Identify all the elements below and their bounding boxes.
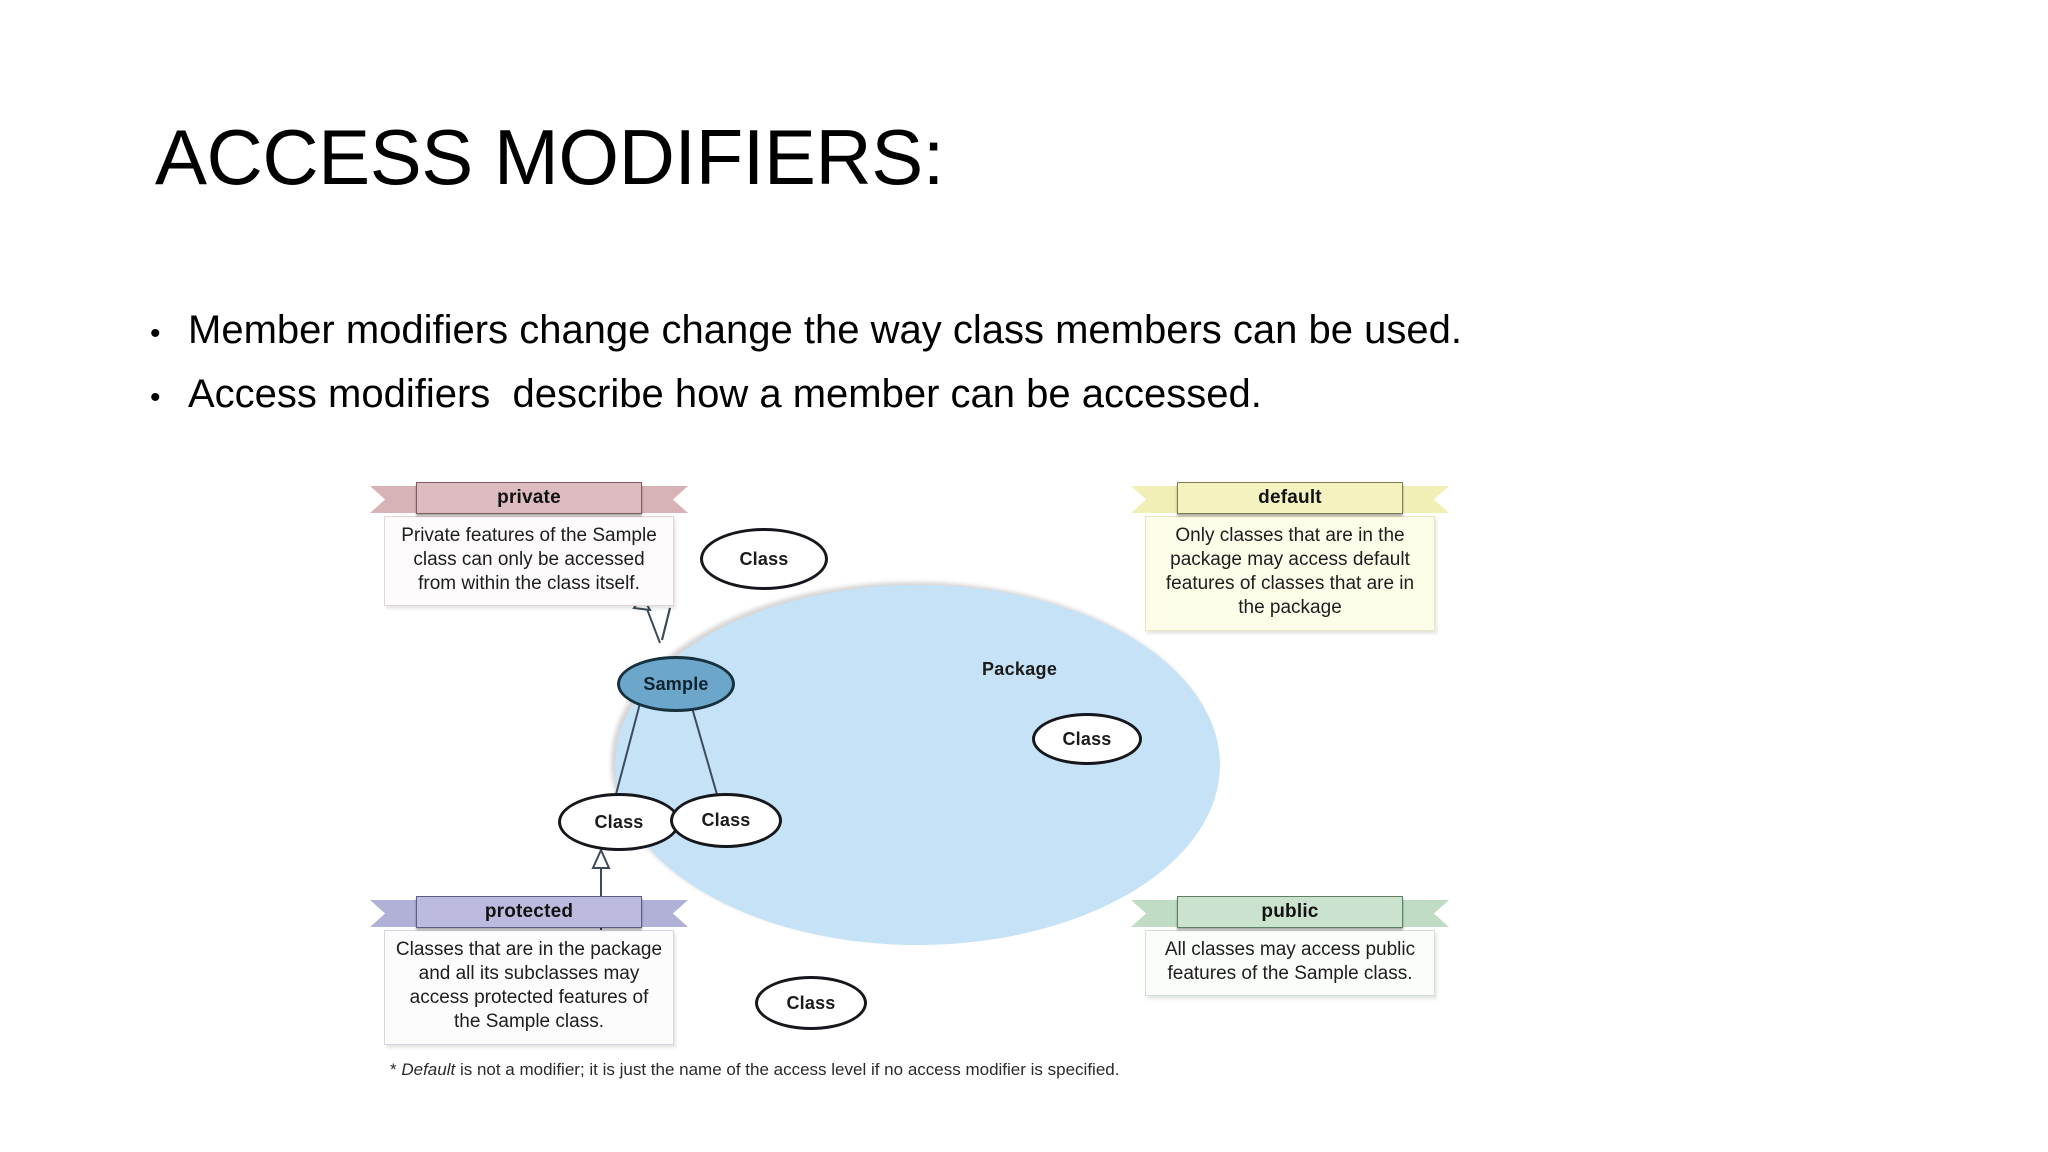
callout-body-text: Private features of the Sample class can… xyxy=(401,525,657,595)
footnote-rest: is not a modifier; it is just the name o… xyxy=(455,1060,1120,1079)
callout-body: All classes may access public features o… xyxy=(1145,930,1435,997)
callout-body-text: Only classes that are in the package may… xyxy=(1165,525,1415,619)
package-ellipse xyxy=(615,585,1220,945)
ribbon-plate: public xyxy=(1177,896,1403,928)
figure-footnote: * Default is not a modifier; it is just … xyxy=(390,1060,1119,1080)
access-modifiers-diagram: Package Class Sample Class Class Class C… xyxy=(370,468,1460,1108)
list-item: • Member modifiers change change the way… xyxy=(150,305,1850,355)
ribbon-plate: default xyxy=(1177,482,1403,514)
ribbon-plate: private xyxy=(416,482,642,514)
callout-body-text: Classes that are in the package and all … xyxy=(395,939,663,1033)
class-node-in-package-right: Class xyxy=(1032,713,1142,765)
callout-title: protected xyxy=(484,901,574,922)
bullet-marker-icon: • xyxy=(150,317,161,350)
list-item: • Access modifiers describe how a member… xyxy=(150,369,1850,419)
callout-title: public xyxy=(1261,901,1319,922)
ribbon-protected: protected xyxy=(370,896,688,930)
callout-body-text: All classes may access public features o… xyxy=(1164,939,1416,985)
class-node-outside-top: Class xyxy=(700,528,828,590)
callout-title: default xyxy=(1258,487,1322,508)
callout-protected: protected Classes that are in the packag… xyxy=(370,896,688,1045)
class-node-outside-bottom-right: Class xyxy=(755,976,867,1030)
footnote-prefix: * xyxy=(390,1060,402,1079)
node-label: Class xyxy=(701,810,751,830)
callout-private: private Private features of the Sample c… xyxy=(370,482,688,607)
node-label: Class xyxy=(739,548,789,569)
bullet-text: Access modifiers describe how a member c… xyxy=(188,372,1262,417)
class-node-in-package-left: Class xyxy=(558,793,680,851)
callout-body: Only classes that are in the package may… xyxy=(1145,516,1435,631)
node-label: Sample xyxy=(643,673,709,694)
sample-class-node: Sample xyxy=(617,656,735,712)
footnote-italic-term: Default xyxy=(401,1060,456,1079)
ribbon-plate: protected xyxy=(416,896,642,928)
bullet-text: Member modifiers change change the way c… xyxy=(188,308,1462,352)
callout-default: default Only classes that are in the pac… xyxy=(1131,482,1449,631)
callout-body: Private features of the Sample class can… xyxy=(384,516,674,607)
bullet-marker-icon: • xyxy=(150,381,161,415)
page-title: ACCESS MODIFIERS: xyxy=(155,113,944,201)
callout-title: private xyxy=(497,487,561,508)
node-label: Class xyxy=(786,992,836,1013)
callout-public: public All classes may access public fea… xyxy=(1131,896,1449,997)
node-label: Class xyxy=(594,811,644,832)
ribbon-private: private xyxy=(370,482,688,516)
bullet-list: • Member modifiers change change the way… xyxy=(150,305,1850,434)
package-label: Package xyxy=(982,659,1058,679)
callout-body: Classes that are in the package and all … xyxy=(384,930,674,1045)
ribbon-default: default xyxy=(1131,482,1449,516)
class-node-in-package-mid: Class xyxy=(670,793,782,848)
ribbon-public: public xyxy=(1131,896,1449,930)
node-label: Class xyxy=(1062,728,1112,749)
